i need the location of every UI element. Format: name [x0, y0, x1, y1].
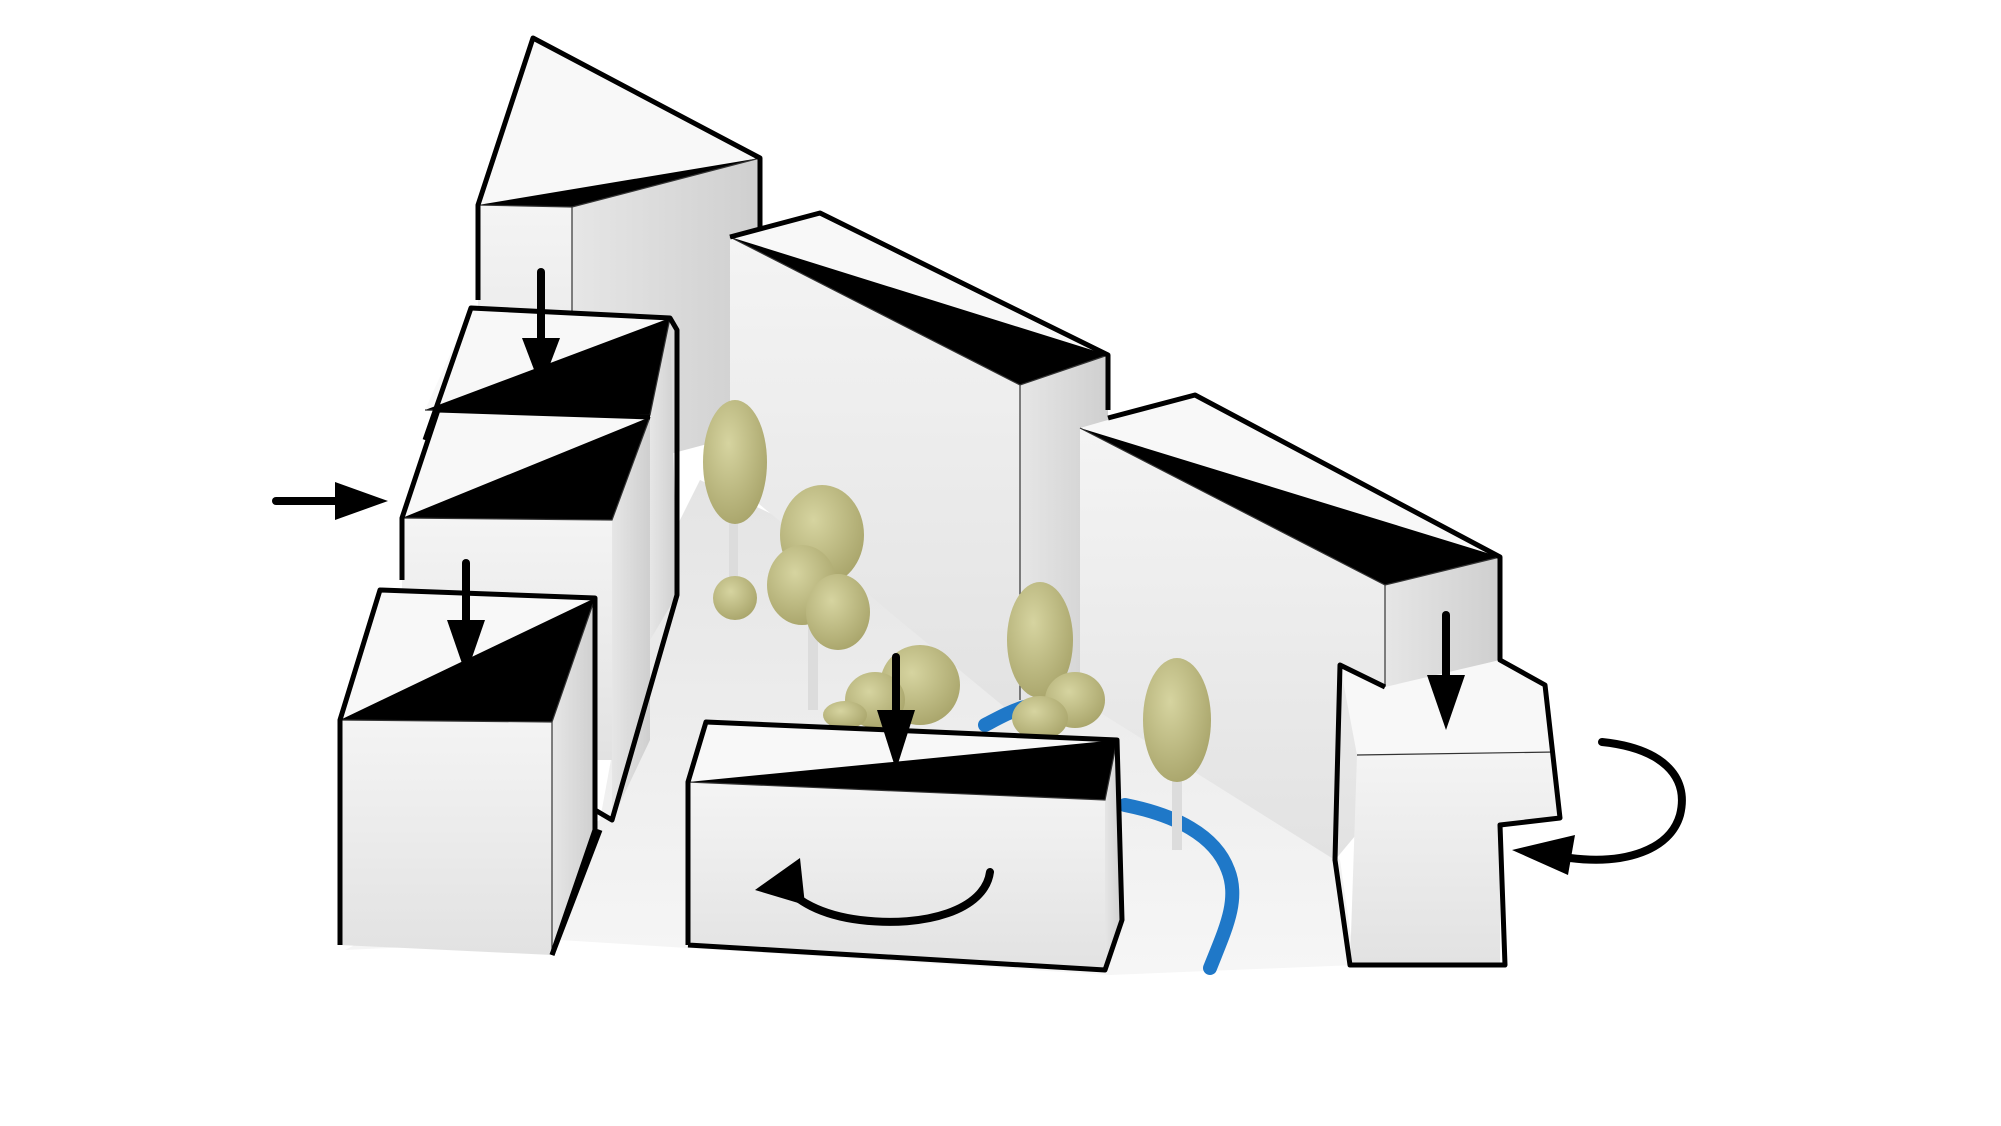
arrow-down-icon: [877, 653, 915, 770]
rotate-arrow-icon: [755, 858, 994, 926]
arrow-down-icon: [1427, 611, 1465, 730]
rotate-arrow-icon: [1512, 738, 1686, 875]
arrow-down-icon: [522, 268, 560, 388]
arrow-right-icon: [272, 482, 388, 520]
arrow-down-icon: [447, 559, 485, 675]
building-front-center-block: [685, 719, 1125, 973]
building-slab-right: [1079, 392, 1503, 860]
